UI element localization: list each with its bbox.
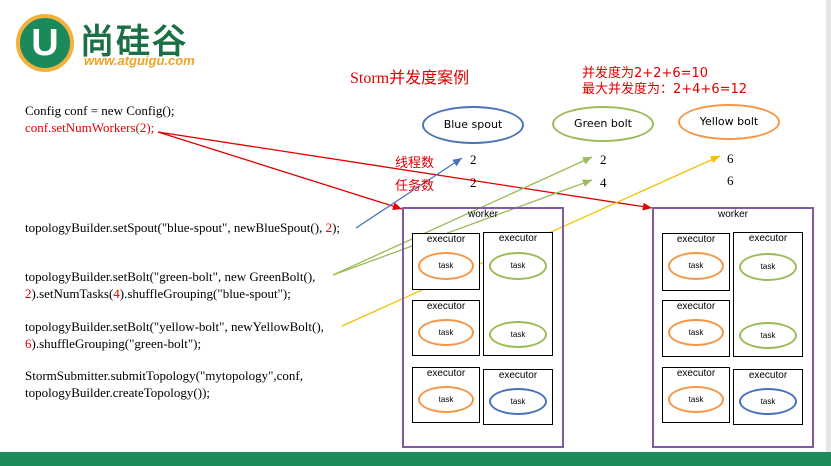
code-green-part-b4: ).shuffleGrouping("blue-spout");: [119, 286, 291, 301]
logo-brand-text: 尚硅谷: [80, 22, 188, 62]
code-yellow-bolt-line-1: topologyBuilder.setBolt("yellow-bolt", n…: [25, 319, 324, 334]
code-spout-part-a: topologyBuilder.setSpout("blue-spout", n…: [25, 220, 326, 235]
blue-spout-node: Blue spout: [422, 106, 524, 144]
task-ellipse: task: [739, 388, 797, 415]
blue-spout-tasks: 2: [470, 175, 477, 190]
executor-box: executor task: [412, 300, 480, 356]
executor-label: executor: [498, 233, 538, 244]
code-set-workers-line: conf.setNumWorkers(2);: [25, 120, 155, 135]
task-ellipse: task: [489, 321, 547, 348]
arrow-workers-2: [157, 131, 653, 211]
yellow-bolt-tasks: 6: [727, 173, 734, 188]
worker-label: worker: [717, 209, 748, 220]
threads-label: 线程数: [395, 156, 435, 171]
arrow-spout: [355, 157, 463, 229]
worker-box-2: worker: [652, 207, 814, 448]
code-green-parallelism: 2: [25, 286, 32, 301]
logo-url: www.atguigu.com: [84, 53, 195, 68]
tasks-label: 任务数: [395, 179, 435, 194]
executor-box: executor task: [662, 233, 730, 291]
yellow-bolt-threads: 6: [727, 151, 734, 166]
code-submit-line-2: topologyBuilder.createTopology());: [25, 385, 211, 400]
task-ellipse: task: [739, 253, 797, 281]
executor-label: executor: [748, 233, 788, 244]
executor-label: executor: [676, 301, 716, 312]
code-green-bolt-line-2: 2).setNumTasks(4).shuffleGrouping("blue-…: [25, 285, 291, 302]
green-bolt-tasks: 4: [600, 175, 607, 190]
task-ellipse: task: [489, 388, 547, 415]
logo-badge: U: [16, 14, 74, 72]
arrow-workers-1: [157, 131, 403, 210]
task-ellipse: task: [668, 319, 724, 346]
slide-bottom-bar: [0, 452, 831, 466]
code-set-spout-line: topologyBuilder.setSpout("blue-spout", n…: [25, 219, 340, 236]
blue-spout-threads: 2: [470, 152, 477, 167]
executor-box: executor task: [412, 367, 480, 423]
code-yellow-bolt-line-2: 6).shuffleGrouping("green-bolt");: [25, 335, 201, 352]
code-yellow-parallelism: 6: [25, 336, 32, 351]
worker-box-1: worker: [402, 207, 564, 448]
executor-label: executor: [676, 368, 716, 379]
green-bolt-threads: 2: [600, 152, 607, 167]
code-yellow-part-b2: ).shuffleGrouping("green-bolt");: [31, 336, 202, 351]
task-ellipse: task: [418, 252, 474, 280]
slide-right-edge: [826, 0, 831, 466]
task-ellipse: task: [739, 322, 797, 349]
parallelism-line-2: 最大并发度为：2+4+6=12: [582, 82, 748, 97]
task-ellipse: task: [668, 252, 724, 280]
green-bolt-node: Green bolt: [552, 106, 654, 142]
executor-label: executor: [748, 370, 788, 381]
executor-box: executor task: [733, 369, 803, 425]
code-green-bolt-line-1: topologyBuilder.setBolt("green-bolt", ne…: [25, 269, 316, 284]
task-ellipse: task: [418, 319, 474, 346]
code-submit-line-1: StormSubmitter.submitTopology("mytopolog…: [25, 368, 304, 383]
parallelism-note: 并发度为2+2+6=10 最大并发度为：2+4+6=12: [582, 66, 747, 98]
task-ellipse: task: [418, 386, 474, 413]
executor-label: executor: [426, 234, 466, 245]
executor-label: executor: [676, 234, 716, 245]
code-green-num-tasks: 4: [113, 286, 120, 301]
arrow-green-tasks: [332, 179, 593, 276]
task-ellipse: task: [668, 386, 724, 413]
executor-box: executor task: [662, 367, 730, 423]
executor-box: executor task: [483, 369, 553, 425]
executor-label: executor: [426, 301, 466, 312]
executor-label: executor: [426, 368, 466, 379]
slide-title: Storm并发度案例: [350, 70, 470, 87]
parallelism-line-1: 并发度为2+2+6=10: [582, 66, 709, 81]
code-green-part-b2: ).setNumTasks(: [31, 286, 114, 301]
code-spout-part-c: );: [332, 220, 341, 235]
task-ellipse: task: [489, 252, 547, 280]
executor-box: executor task task: [733, 232, 803, 357]
code-spout-parallelism: 2: [325, 220, 333, 235]
executor-label: executor: [498, 370, 538, 381]
executor-box: executor task: [662, 300, 730, 357]
executor-box: executor task: [412, 233, 480, 290]
code-config-line: Config conf = new Config();: [25, 103, 175, 118]
worker-label: worker: [467, 209, 498, 220]
executor-box: executor task task: [483, 232, 553, 356]
yellow-bolt-node: Yellow bolt: [678, 104, 780, 140]
arrow-green-threads: [332, 156, 593, 276]
